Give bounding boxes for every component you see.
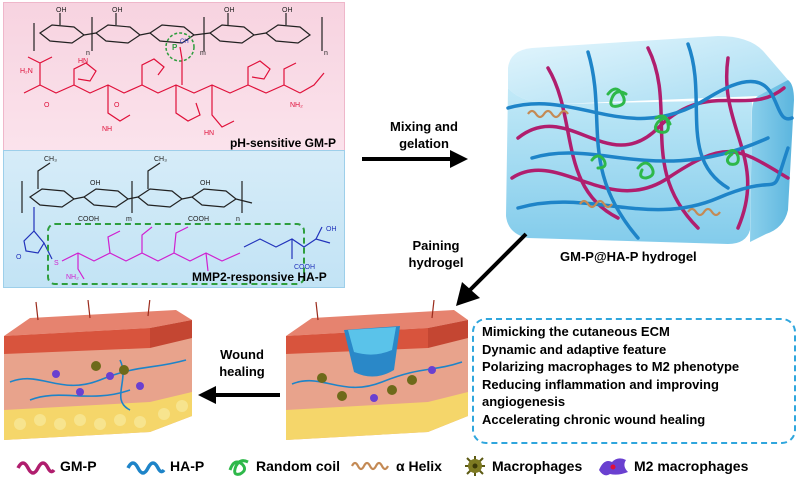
ha-p-panel-label: MMP2-responsive HA-P: [192, 270, 327, 284]
skin-surface: [4, 310, 192, 336]
svg-text:OH: OH: [200, 180, 211, 187]
macrophage-icon: [465, 456, 485, 476]
svg-text:OH: OH: [326, 226, 337, 233]
svg-text:S: S: [54, 260, 59, 267]
mixing-label-line1: Mixing and: [390, 119, 458, 134]
random-coil: [653, 114, 672, 134]
svg-text:NH₂: NH₂: [66, 274, 79, 281]
alpha-helix: [527, 109, 569, 119]
benefit-item: Accelerating chronic wound healing: [482, 411, 706, 427]
legend-label: HA-P: [170, 458, 205, 474]
gm-p-chemical-structure: OH OH OH OH n m n P CH H₂N HN NH HN NH₂ O O: [20, 7, 328, 137]
legend-item-gm-p: GM-P: [16, 454, 97, 478]
legend-item-alpha-helix: α Helix: [350, 454, 442, 478]
benefit-item: Mimicking the cutaneous ECM: [482, 324, 670, 339]
healing-label-line2: healing: [219, 364, 265, 379]
legend-label: Macrophages: [492, 458, 583, 474]
svg-text:OH: OH: [282, 7, 293, 14]
benefits-box: Mimicking the cutaneous ECM Dynamic and …: [472, 318, 796, 444]
ha-p-fiber: [506, 79, 794, 121]
ha-p-fiber: [586, 50, 640, 240]
svg-text:H₂N: H₂N: [20, 68, 33, 75]
svg-text:m: m: [200, 50, 206, 57]
wound-skin-illustration: [286, 300, 468, 440]
alpha-helix: [687, 207, 721, 217]
legend: GM-P HA-P Random coil α Helix Macrophage…: [0, 450, 800, 480]
painting-hydrogel-label: Paining hydrogel: [402, 237, 470, 271]
svg-text:O: O: [44, 102, 50, 109]
gm-p-structure-panel: OH OH OH OH n m n P CH H₂N HN NH HN NH₂ O O pH-s…: [3, 2, 345, 154]
legend-label: Random coil: [256, 458, 341, 474]
m2-macrophage-icon: [599, 458, 628, 476]
svg-text:HN: HN: [204, 130, 214, 137]
blue-wave-icon: [126, 461, 166, 475]
gm-p-fiber: [516, 86, 786, 147]
mixing-label-line2: gelation: [399, 136, 449, 151]
brown-helix-icon: [351, 461, 389, 471]
svg-text:CH₃: CH₃: [44, 156, 57, 163]
random-coil: [606, 87, 628, 108]
legend-label: M2 macrophages: [634, 458, 749, 474]
legend-item-m2-macrophages: M2 macrophages: [596, 454, 748, 478]
legend-label: α Helix: [396, 458, 442, 474]
healed-skin-illustration: [4, 300, 192, 440]
alpha-helix: [579, 199, 613, 209]
svg-text:COOH: COOH: [78, 216, 99, 223]
svg-text:O: O: [114, 102, 120, 109]
random-coil: [590, 154, 607, 170]
svg-text:HN: HN: [78, 58, 88, 65]
legend-item-random-coil: Random coil: [226, 454, 340, 478]
green-coil-icon: [228, 459, 249, 476]
benefit-item: Dynamic and adaptive feature: [482, 341, 667, 357]
healing-arrow: [198, 386, 280, 404]
cube-side-face: [750, 80, 794, 242]
hydrogel-label: GM-P@HA-P hydrogel: [560, 249, 697, 264]
svg-text:OH: OH: [90, 180, 101, 187]
ha-p-fiber: [686, 42, 730, 190]
mixing-gelation-label: Mixing and gelation: [378, 118, 470, 152]
svg-text:n: n: [86, 50, 90, 57]
cube-top-face: [508, 36, 788, 104]
svg-text:NH: NH: [102, 126, 112, 133]
svg-text:m: m: [126, 216, 132, 223]
benefit-item: Polarizing macrophages to M2 phenotype: [482, 359, 740, 374]
legend-item-macrophages: Macrophages: [462, 454, 582, 478]
fat-layer: [4, 392, 192, 440]
svg-text:OH: OH: [56, 7, 67, 14]
wound-healing-label: Wound healing: [205, 346, 279, 380]
healing-label-line1: Wound: [220, 347, 264, 362]
gm-p-fiber: [725, 56, 750, 230]
benefit-item: Reducing inflammation and improving: [482, 376, 719, 392]
mmp2-cleavable-region: [47, 223, 305, 285]
svg-text:P: P: [172, 43, 178, 52]
mixing-arrow: [362, 150, 468, 168]
painting-label-line2: hydrogel: [408, 255, 464, 270]
cube-front-face: [506, 88, 752, 244]
svg-text:NH₂: NH₂: [290, 102, 303, 109]
gm-p-panel-label: pH-sensitive GM-P: [229, 136, 336, 150]
svg-text:n: n: [324, 50, 328, 57]
svg-text:OH: OH: [224, 7, 235, 14]
legend-item-ha-p: HA-P: [126, 454, 204, 478]
svg-text:OH: OH: [112, 7, 123, 14]
purple-wave-icon: [16, 461, 56, 475]
ha-p-fiber: [516, 146, 790, 212]
svg-text:COOH: COOH: [188, 216, 209, 223]
benefit-item: angiogenesis: [482, 394, 566, 409]
painting-label-line1: Paining: [412, 238, 460, 253]
random-coil: [636, 161, 655, 180]
painting-arrow: [456, 232, 528, 306]
hydrogel-cube-illustration: [506, 36, 794, 244]
svg-text:n: n: [236, 216, 240, 223]
svg-text:CH: CH: [180, 39, 189, 45]
epidermis-layer: [4, 328, 150, 354]
random-coil: [724, 149, 740, 166]
gm-p-fiber: [646, 46, 700, 230]
svg-text:CH₃: CH₃: [154, 156, 167, 163]
legend-label: GM-P: [60, 458, 97, 474]
svg-text:O: O: [16, 254, 22, 261]
